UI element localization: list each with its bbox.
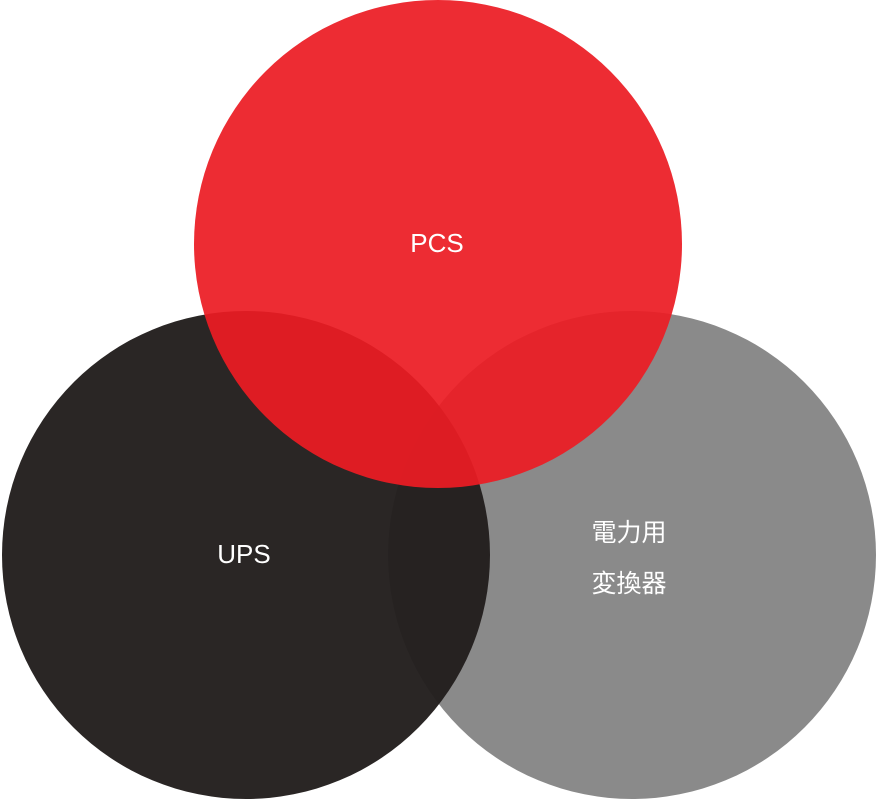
pcs-circle xyxy=(194,0,682,488)
ups-label: UPS xyxy=(217,539,270,569)
converter-label-line2: 変換器 xyxy=(591,569,666,598)
pcs-label: PCS xyxy=(410,228,463,258)
converter-label-line1: 電力用 xyxy=(591,518,666,547)
